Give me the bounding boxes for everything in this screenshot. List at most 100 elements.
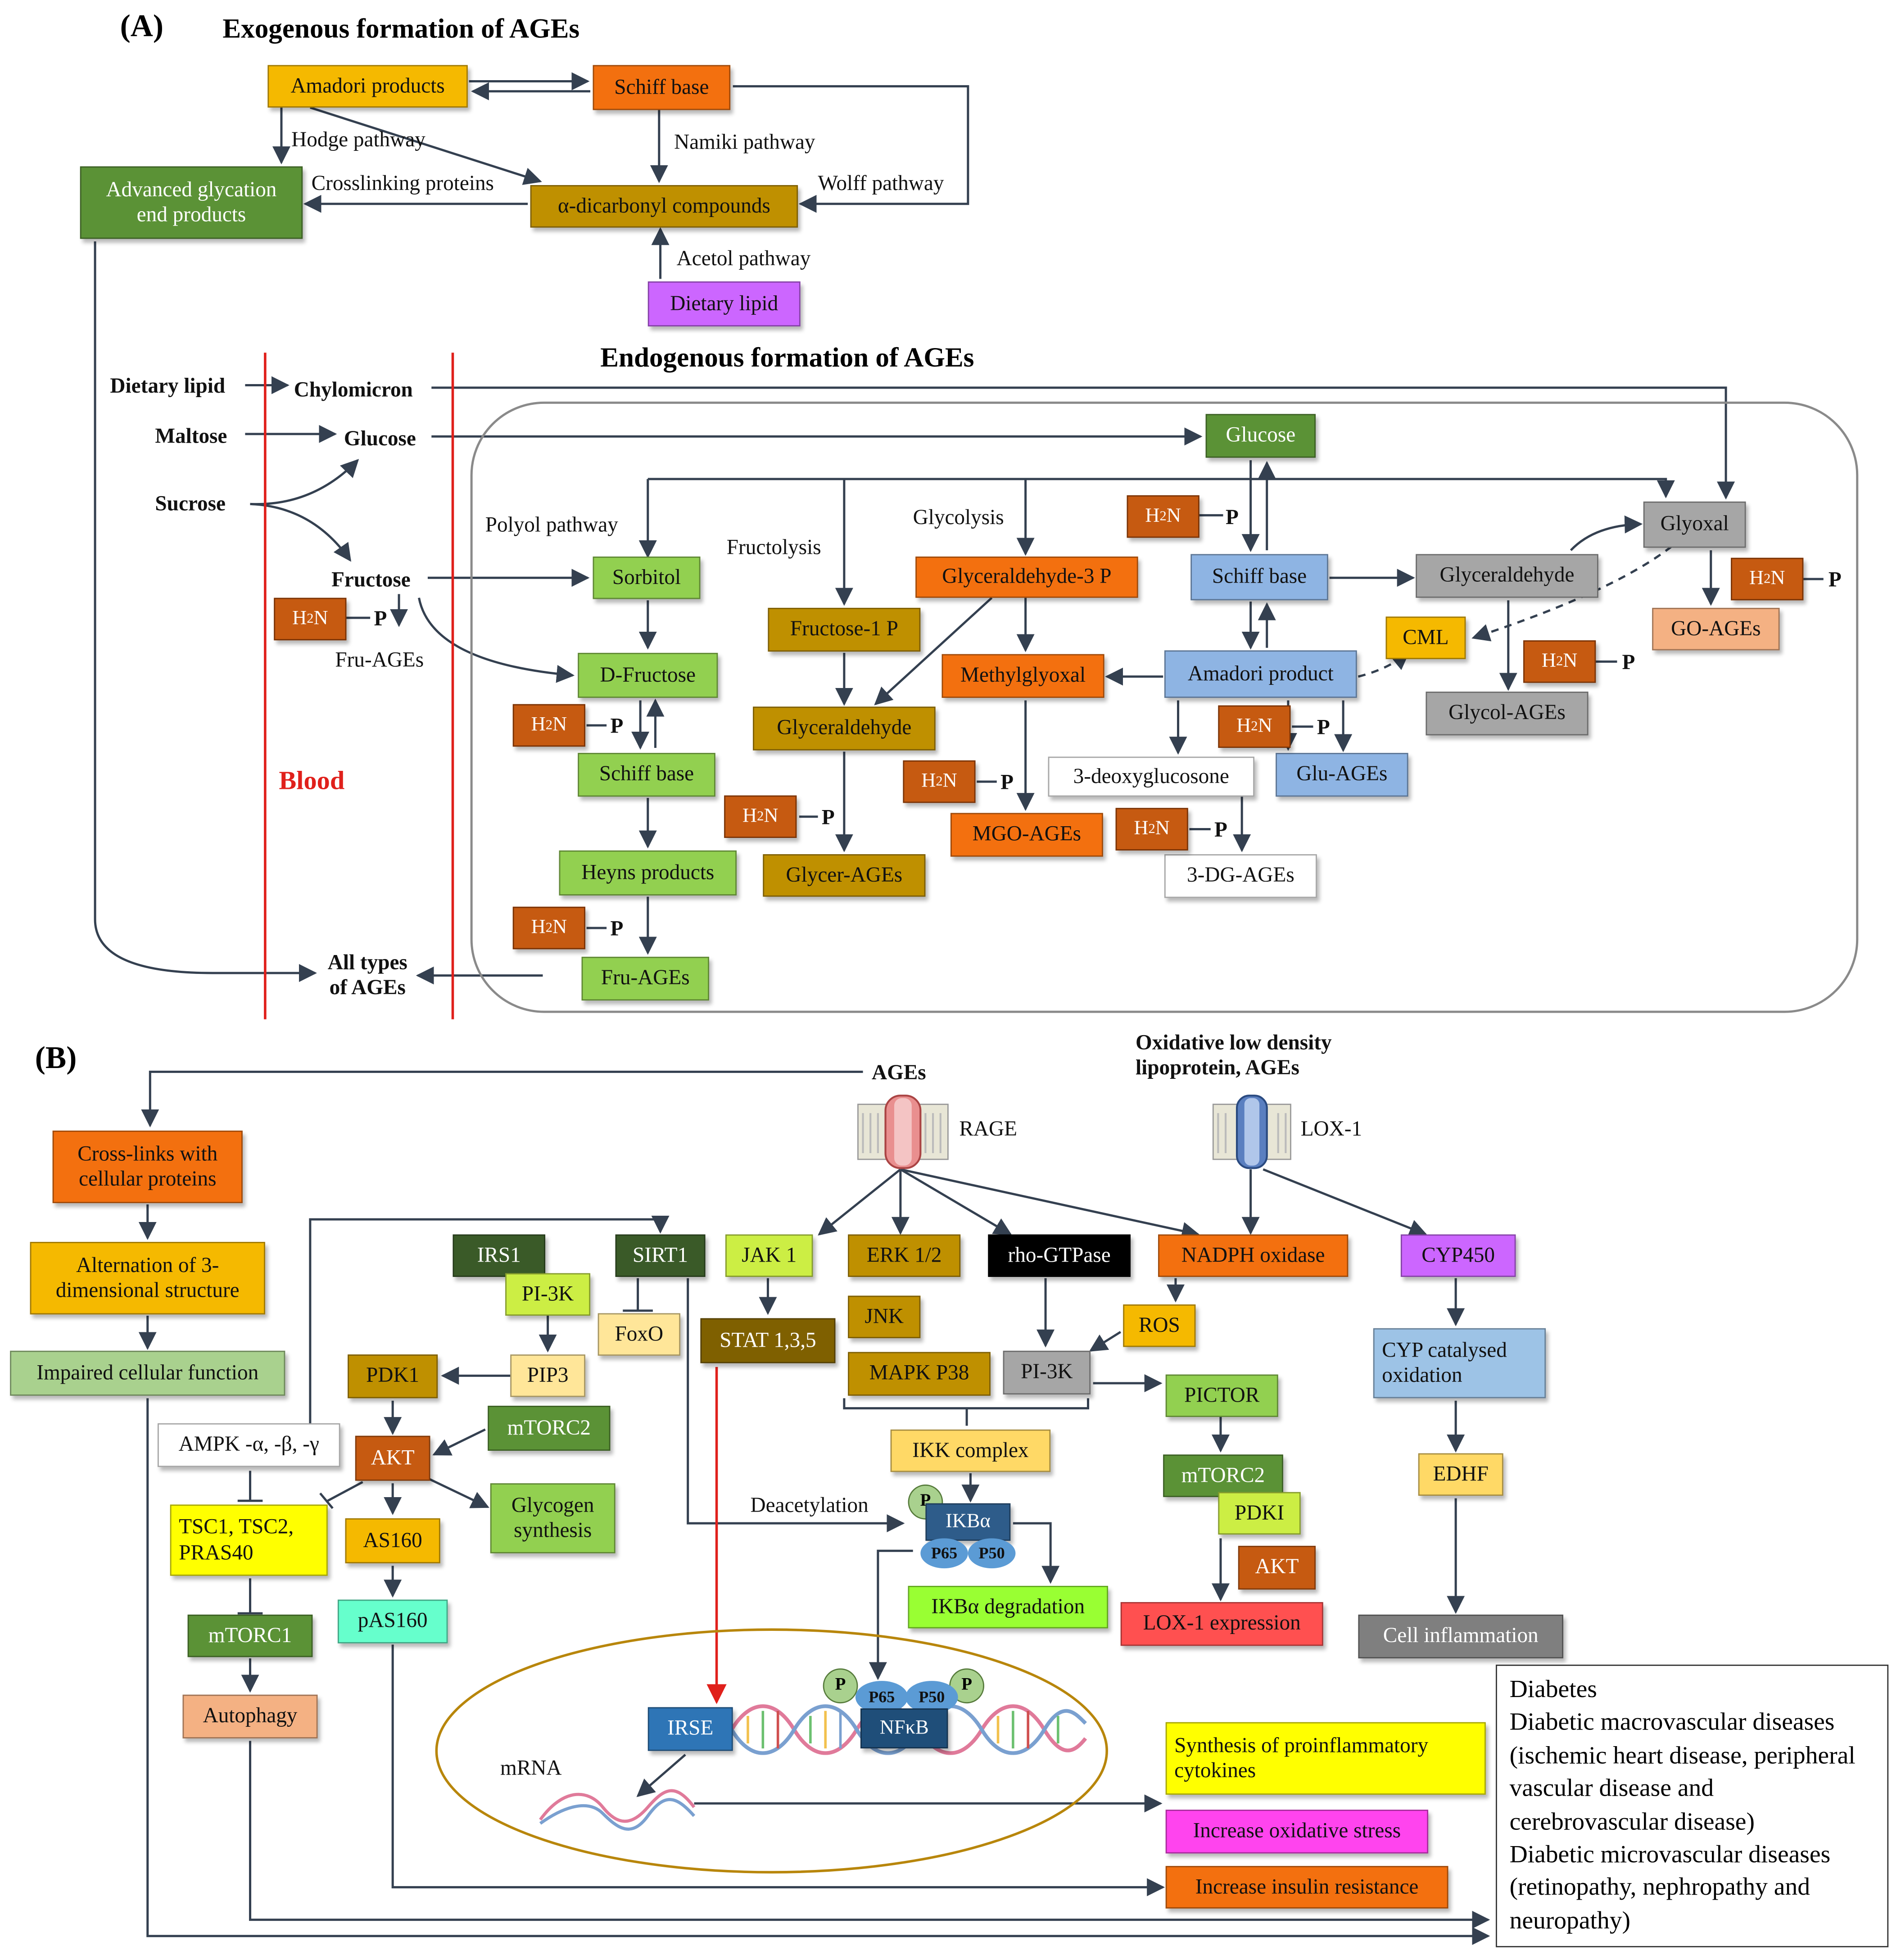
p-label: P <box>610 916 624 941</box>
p-label: P <box>374 607 387 630</box>
panel-a-label: (A) <box>120 10 164 44</box>
diseases-box: Diabetes Diabetic macrovascular diseases… <box>1496 1664 1889 1947</box>
ikba-degradation-box: IKBα degradation <box>908 1585 1108 1629</box>
pictor-box: PICTOR <box>1165 1374 1278 1417</box>
glu-ages-box: Glu-AGEs <box>1276 753 1408 797</box>
pi3k-top-box: PI-3K <box>505 1273 591 1316</box>
schiff-base-exo-box: Schiff base <box>593 65 731 110</box>
p50-oval: P50 <box>968 1538 1016 1569</box>
foxo-box: FoxO <box>597 1313 681 1356</box>
p-label: P <box>1000 770 1014 794</box>
pi3k-mid-box: PI-3K <box>1003 1350 1091 1395</box>
dietary-lipid-box: Dietary lipid <box>647 281 801 326</box>
pdki-box: PDKI <box>1218 1492 1301 1535</box>
p-label: P <box>610 714 624 738</box>
autophagy-box: Autophagy <box>182 1694 318 1738</box>
ikk-box: IKK complex <box>890 1429 1051 1472</box>
mtorc1-box: mTORC1 <box>187 1614 313 1657</box>
dietary-lipid-label: Dietary lipid <box>110 374 226 398</box>
mtorc2-right-box: mTORC2 <box>1163 1454 1283 1497</box>
pdk1-box: PDK1 <box>348 1354 438 1399</box>
p-label: P <box>1214 818 1227 842</box>
nadph-box: NADPH oxidase <box>1158 1234 1349 1277</box>
cyp-ox-box: CYP catalysed oxidation <box>1373 1328 1546 1399</box>
panel-b-label: (B) <box>35 1041 77 1076</box>
pas160-box: pAS160 <box>337 1599 448 1643</box>
p-label: P <box>821 805 835 829</box>
blood-label: Blood <box>279 765 345 796</box>
sorbitol-box: Sorbitol <box>593 557 701 599</box>
wolff-label: Wolff pathway <box>818 171 944 195</box>
schiff-base-fru-box: Schiff base <box>578 753 715 797</box>
ages-title: AGEs <box>871 1060 926 1085</box>
glycer-ages-box: Glycer-AGEs <box>763 854 926 897</box>
synthesis-cytokines-box: Synthesis of proinflammatory cytokines <box>1165 1722 1486 1795</box>
ikba-box: IKBα <box>925 1503 1011 1541</box>
fructose-1p-box: Fructose-1 P <box>768 607 921 652</box>
maltose-label: Maltose <box>155 424 227 448</box>
impaired-box: Impaired cellular function <box>10 1350 285 1396</box>
glycogen-box: Glycogen synthesis <box>490 1483 616 1553</box>
mrna-label: mRNA <box>500 1756 562 1780</box>
p65-oval: P65 <box>920 1538 968 1569</box>
alternation-box: Alternation of 3- dimensional structure <box>30 1242 265 1315</box>
crosslinks-box: Cross-links with cellular proteins <box>52 1130 243 1204</box>
lox1-label: LOX-1 <box>1300 1117 1362 1141</box>
mapk-box: MAPK P38 <box>848 1352 991 1396</box>
nfkb-box: NFκB <box>860 1708 948 1749</box>
lox1-expression-box: LOX-1 expression <box>1120 1602 1323 1646</box>
dicarbonyl-box: α-dicarbonyl compounds <box>530 185 798 228</box>
sucrose-label: Sucrose <box>155 491 226 516</box>
mtorc2-left-box: mTORC2 <box>488 1406 611 1451</box>
p-label: P <box>1622 650 1635 674</box>
go-ages-box: GO-AGEs <box>1652 607 1780 651</box>
mgo-ages-box: MGO-AGEs <box>950 813 1103 857</box>
irs1-box: IRS1 <box>453 1234 546 1277</box>
irse-box: IRSE <box>647 1707 733 1751</box>
fructose-label: Fructose <box>331 568 411 592</box>
fru-ages-box: Fru-AGEs <box>581 956 709 1001</box>
exogenous-title: Exogenous formation of AGEs <box>222 12 580 44</box>
glyceraldehyde-right-box: Glyceraldehyde <box>1416 554 1598 598</box>
all-types-label: All types of AGEs <box>327 950 407 999</box>
cell-inflammation-box: Cell inflammation <box>1358 1614 1563 1659</box>
amadori-products-box: Amadori products <box>267 65 468 108</box>
glyceraldehyde-left-box: Glyceraldehyde <box>753 706 936 751</box>
glycolysis-label: Glycolysis <box>913 505 1004 529</box>
three-dg-ages-box: 3-DG-AGEs <box>1164 854 1317 898</box>
akt-left-box: AKT <box>355 1435 430 1481</box>
schiff-base-glu-box: Schiff base <box>1190 554 1328 601</box>
methylglyoxal-box: Methylglyoxal <box>941 654 1104 698</box>
tsc-box: TSC1, TSC2, PRAS40 <box>170 1504 328 1576</box>
rage-label: RAGE <box>959 1117 1017 1141</box>
fructolysis-label: Fructolysis <box>726 535 821 559</box>
hodge-label: Hodge pathway <box>291 127 425 152</box>
pip3-box: PIP3 <box>510 1354 585 1397</box>
sirt1-box: SIRT1 <box>615 1234 706 1277</box>
glyoxal-box: Glyoxal <box>1643 501 1746 548</box>
glyceraldehyde-3p-box: Glyceraldehyde-3 P <box>915 557 1138 598</box>
erk-box: ERK 1/2 <box>848 1234 961 1277</box>
ox-ldl-title: Oxidative low density lipoprotein, AGEs <box>1136 1030 1332 1079</box>
jnk-box: JNK <box>848 1295 921 1339</box>
as160-box: AS160 <box>345 1518 440 1563</box>
age-box: Advanced glycation end products <box>80 166 303 239</box>
polyol-label: Polyol pathway <box>485 512 618 537</box>
chylomicron-label: Chylomicron <box>294 377 413 402</box>
cyp450-box: CYP450 <box>1400 1234 1516 1277</box>
fru-ages-label: Fru-AGEs <box>335 647 424 672</box>
d-fructose-box: D-Fructose <box>578 652 718 698</box>
glycol-ages-box: Glycol-AGEs <box>1426 692 1589 736</box>
namiki-label: Namiki pathway <box>674 130 815 154</box>
rho-gtpase-box: rho-GTPase <box>988 1234 1131 1277</box>
insulin-resistance-box: Increase insulin resistance <box>1165 1866 1448 1909</box>
edhf-box: EDHF <box>1418 1453 1503 1496</box>
acetol-label: Acetol pathway <box>676 246 811 270</box>
